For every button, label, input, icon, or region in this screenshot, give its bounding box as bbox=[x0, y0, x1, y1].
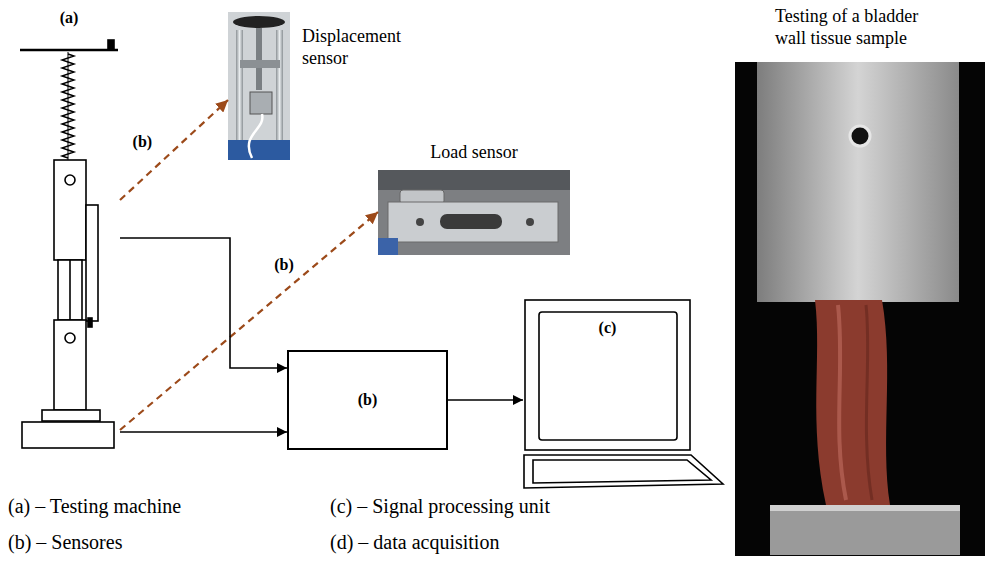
legend-line: (b) – Sensores bbox=[8, 530, 122, 554]
laptop-keyboard bbox=[533, 460, 711, 483]
hand-wheel bbox=[233, 16, 285, 28]
tissue-shade bbox=[866, 305, 872, 500]
carriage bbox=[250, 92, 272, 114]
grip-rails bbox=[58, 260, 82, 320]
machine-base bbox=[22, 422, 114, 448]
laptop-outline bbox=[523, 298, 725, 490]
grip-gap bbox=[69, 260, 71, 320]
tissue-sample bbox=[815, 300, 890, 505]
bolt-hole bbox=[526, 218, 534, 226]
node-label: (c) bbox=[525, 318, 690, 337]
testing-machine-drawing bbox=[20, 40, 118, 448]
signal-arrow bbox=[120, 238, 287, 368]
crossbar bbox=[240, 60, 280, 68]
load-cell-block bbox=[388, 202, 558, 242]
upper-grip bbox=[757, 62, 959, 302]
load-sensor: Load sensor bbox=[378, 170, 570, 255]
sensor-tip bbox=[88, 318, 92, 327]
load-cell-slot bbox=[440, 214, 502, 229]
blue-base bbox=[228, 140, 290, 160]
photo-ground bbox=[378, 170, 570, 255]
legend-line: (c) – Signal processing unit bbox=[330, 494, 550, 518]
photo-ground bbox=[735, 62, 985, 556]
sensor-box: (b) bbox=[287, 350, 448, 450]
upper-pin bbox=[65, 175, 75, 185]
upper-crosshead bbox=[54, 160, 86, 260]
load-cell-plate bbox=[42, 410, 100, 421]
node-label: (a) bbox=[18, 8, 120, 27]
photo-title: Testing of a bladder wall tissue sample bbox=[775, 6, 950, 49]
edge-label: (b) bbox=[131, 132, 155, 151]
lower-crosshead bbox=[54, 320, 86, 410]
laptop-base bbox=[524, 455, 723, 488]
column bbox=[236, 30, 243, 142]
node-label: Load sensor bbox=[378, 142, 570, 164]
signal-processing-laptop: (c) bbox=[523, 298, 725, 490]
top-post bbox=[108, 40, 114, 50]
photo-ground bbox=[228, 12, 290, 160]
bolt-hole bbox=[416, 218, 424, 226]
top-bar bbox=[20, 49, 118, 52]
signal-arrow bbox=[120, 431, 287, 433]
displacement-sensor-body bbox=[86, 205, 98, 321]
lower-grip bbox=[770, 505, 960, 555]
photo-top bbox=[378, 170, 570, 190]
shaft bbox=[256, 28, 262, 90]
tissue-highlight bbox=[838, 305, 846, 500]
laptop-lid bbox=[525, 300, 690, 450]
dashed-sensor-arrow bbox=[120, 100, 228, 200]
load-sensor-photo bbox=[378, 170, 570, 255]
node-label: Displacement sensor bbox=[302, 26, 432, 69]
signal-arrow bbox=[448, 399, 523, 401]
displacement-sensor-photo bbox=[228, 12, 290, 160]
grip-hole bbox=[850, 126, 870, 146]
displacement-sensor: Displacement sensor bbox=[228, 12, 290, 160]
grip-edge bbox=[770, 505, 960, 511]
testing-machine: (a) bbox=[18, 4, 120, 450]
cable bbox=[249, 114, 263, 158]
tissue-test-photo bbox=[735, 62, 985, 556]
blue-part bbox=[378, 238, 398, 255]
node-label: (b) bbox=[358, 390, 378, 409]
edge-label: (b) bbox=[272, 255, 296, 274]
lower-pin bbox=[65, 333, 75, 343]
legend-line: (d) – data acquisition bbox=[330, 530, 499, 554]
lead-screw bbox=[62, 54, 74, 158]
legend-line: (a) – Testing machine bbox=[8, 494, 181, 518]
column bbox=[276, 30, 283, 142]
